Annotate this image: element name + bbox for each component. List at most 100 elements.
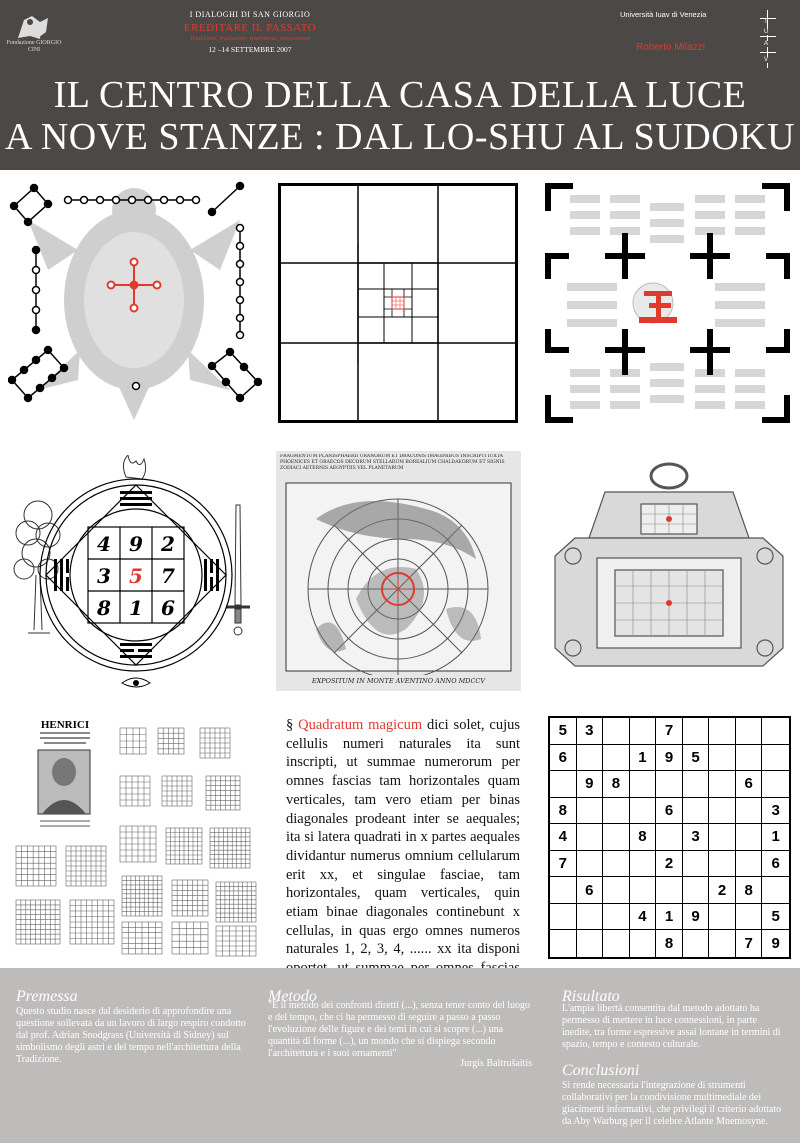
- sudoku-cell: 2: [656, 850, 683, 878]
- sudoku-cell: 5: [682, 744, 710, 772]
- sudoku-cell: 2: [709, 877, 736, 904]
- iuav-letter: U: [764, 29, 769, 35]
- sudoku-cell: 6: [576, 877, 604, 904]
- lo-shu-digit: 2: [160, 532, 175, 556]
- sudoku-cell: [630, 930, 657, 957]
- sudoku-cell: [735, 744, 763, 772]
- metodo-author: Jurgis Baltrušaitis: [460, 1058, 532, 1069]
- sudoku-cell: 1: [656, 903, 683, 931]
- quadratum-body: dici solet, cujus cellulis numeri natura…: [286, 717, 521, 995]
- sudoku-cell: [683, 930, 710, 957]
- quadratum-highlight: Quadratum magicum: [298, 717, 423, 733]
- lo-shu-digit: 7: [161, 564, 175, 588]
- sudoku-cell: 1: [629, 744, 657, 772]
- sudoku-cell: [603, 824, 630, 851]
- event-subtitle: Tradizioni, traduzioni, tradimenti, inno…: [189, 35, 311, 42]
- sudoku-cell: [656, 877, 683, 904]
- title-line-2: A NOVE STANZE : DAL LO-SHU AL SUDOKU: [4, 116, 796, 158]
- sudoku-cell: [576, 744, 604, 772]
- risultato-text: L'ampia libertà consentita dal metodo ad…: [562, 1003, 781, 1050]
- sudoku-cell: 8: [550, 797, 577, 825]
- sudoku-cell: [576, 824, 604, 851]
- sudoku-cell: [709, 850, 736, 878]
- sudoku-cell: [576, 797, 604, 825]
- sudoku-cell: [709, 718, 736, 745]
- sudoku-cell: [656, 824, 683, 851]
- cini-foundation-logo: [18, 16, 48, 39]
- sudoku-cell: 7: [736, 930, 763, 957]
- sudoku-cell: [576, 903, 604, 931]
- sudoku-cell: [629, 718, 657, 745]
- sudoku-cell: [603, 850, 630, 878]
- ming-tang-diagram: [545, 183, 790, 423]
- iuav-letter: A: [764, 41, 769, 47]
- sudoku-cell: [709, 824, 736, 851]
- poster-title: IL CENTRO DELLA CASA DELLA LUCE A NOVE S…: [0, 74, 800, 158]
- metodo-heading: Metodo: [268, 988, 317, 1005]
- event-dates: 12 –14 SETTEMBRE 2007: [208, 45, 292, 54]
- sudoku-cell: [629, 797, 657, 825]
- lo-shu-digit: 8: [96, 596, 111, 620]
- sudoku-cell: 6: [656, 797, 683, 825]
- sudoku-cell: [735, 718, 763, 745]
- sudoku-cell: 7: [656, 718, 683, 745]
- sudoku-cell: 8: [629, 824, 657, 851]
- sudoku-cell: [709, 771, 736, 798]
- sudoku-cell: 3: [576, 718, 604, 745]
- sudoku-cell: [762, 718, 789, 745]
- sudoku-cell: [709, 930, 736, 957]
- header-banner: Fondazione GIORGIO CINI I DIALOGHI DI SA…: [0, 0, 800, 170]
- sudoku-cell: [603, 903, 630, 931]
- planisphere-image: [285, 482, 512, 675]
- sudoku-cell: [762, 877, 789, 904]
- sudoku-cell: 6: [762, 851, 789, 878]
- sudoku-cell: 1: [762, 824, 789, 851]
- sudoku-cell: 3: [682, 824, 710, 851]
- sudoku-cell: [629, 850, 657, 878]
- sudoku-cell: [603, 718, 630, 745]
- risultato-heading: Risultato: [562, 988, 620, 1005]
- lo-shu-digit: 1: [129, 596, 143, 620]
- sudoku-cell: [603, 797, 630, 825]
- sudoku-cell: 5: [762, 904, 789, 931]
- sudoku-cell: 8: [735, 877, 763, 904]
- lo-shu-digit: 3: [97, 564, 111, 588]
- sudoku-cell: [603, 930, 630, 957]
- lo-shu-digit: 6: [161, 596, 175, 620]
- lo-shu-digit: 9: [129, 532, 143, 556]
- iuav-logo: I U A V: [760, 10, 776, 68]
- sudoku-cell: [603, 744, 630, 772]
- sudoku-cell: [576, 850, 604, 878]
- sudoku-cell: [709, 744, 736, 772]
- planisphere-engraving: FRAGMENTUM PLANISPHAERII URANORUM ET DRA…: [276, 451, 521, 691]
- conclusioni-text: Si rende necessaria l'integrazione di st…: [562, 1080, 782, 1127]
- sudoku-cell: 7: [550, 850, 577, 878]
- quadratum-magicum-text: § Quadratum magicum dici solet, cujus ce…: [286, 716, 520, 997]
- sudoku-cell: [682, 771, 710, 798]
- sudoku-cell: 6: [735, 771, 763, 798]
- sudoku-cell: [682, 718, 710, 745]
- footer-panel: Premessa Questo studio nasce dal desider…: [0, 968, 800, 1143]
- premessa-heading: Premessa: [16, 988, 78, 1005]
- sudoku-cell: [550, 771, 577, 798]
- logo-caption: Fondazione GIORGIO CINI: [6, 40, 62, 53]
- sudoku-cell: [735, 903, 763, 931]
- section-mark: §: [286, 717, 294, 733]
- iuav-letter: V: [764, 57, 769, 63]
- sudoku-cell: 4: [550, 824, 577, 851]
- sudoku-cell: [682, 877, 710, 904]
- sudoku-cell: 8: [656, 930, 683, 957]
- sudoku-cell: [629, 771, 657, 798]
- sudoku-cell: 9: [576, 771, 604, 798]
- sudoku-cell: [629, 877, 657, 904]
- sudoku-cell: [550, 877, 577, 904]
- title-line-1: IL CENTRO DELLA CASA DELLA LUCE: [53, 74, 747, 116]
- conclusioni-heading: Conclusioni: [562, 1062, 640, 1079]
- sudoku-cell: [762, 745, 789, 772]
- sudoku-cell: [709, 797, 736, 825]
- engraving-footer-text: EXPOSITUM IN MONTE AVENTINO ANNO MDCCV: [311, 677, 486, 685]
- premessa-text: Questo studio nasce dal desiderio di app…: [16, 1006, 246, 1065]
- sudoku-cell: [682, 797, 710, 825]
- event-title: EREDITARE IL PASSATO: [183, 22, 317, 34]
